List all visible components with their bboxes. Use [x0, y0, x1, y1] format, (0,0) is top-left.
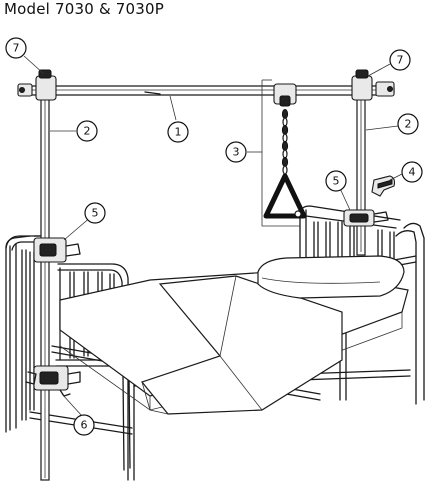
callout-label: 5 [333, 175, 340, 188]
callout-7-left: 7 [5, 37, 27, 59]
diagram-title: Model 7030 & 7030P [4, 0, 165, 18]
callout-1: 1 [167, 121, 189, 143]
callout-label: 2 [84, 125, 91, 138]
callout-5-left: 5 [84, 202, 106, 224]
callout-6: 6 [73, 414, 95, 436]
trapeze-assembly [261, 79, 307, 227]
callout-3: 3 [225, 141, 247, 163]
left-corner-fitting [17, 69, 57, 101]
bed-headboard [5, 235, 41, 433]
callout-label: 1 [175, 126, 182, 139]
trapeze-chain [281, 109, 289, 175]
callout-5-right: 5 [325, 170, 347, 192]
lower-base-clamp [25, 365, 81, 397]
callout-2-left: 2 [76, 120, 98, 142]
overhead-bar [21, 85, 395, 96]
trapeze-triangle-handle [263, 173, 307, 219]
callout-label: 3 [233, 146, 240, 159]
mattress [59, 269, 409, 415]
pole-accessory-holder [371, 175, 396, 197]
left-bed-clamp [33, 237, 81, 263]
pillow [257, 255, 405, 299]
callout-7-right: 7 [389, 49, 411, 71]
right-bed-clamp [343, 209, 389, 227]
right-corner-fitting [351, 69, 395, 101]
callout-label: 6 [81, 419, 88, 432]
callout-2-right: 2 [397, 113, 419, 135]
callout-label: 7 [397, 54, 404, 67]
callout-label: 4 [409, 166, 416, 179]
callout-label: 7 [13, 42, 20, 55]
callout-label: 5 [92, 207, 99, 220]
right-upright-pole [356, 94, 366, 256]
callout-4: 4 [401, 161, 423, 183]
left-upright-pole [40, 94, 50, 481]
callout-label: 2 [405, 118, 412, 131]
